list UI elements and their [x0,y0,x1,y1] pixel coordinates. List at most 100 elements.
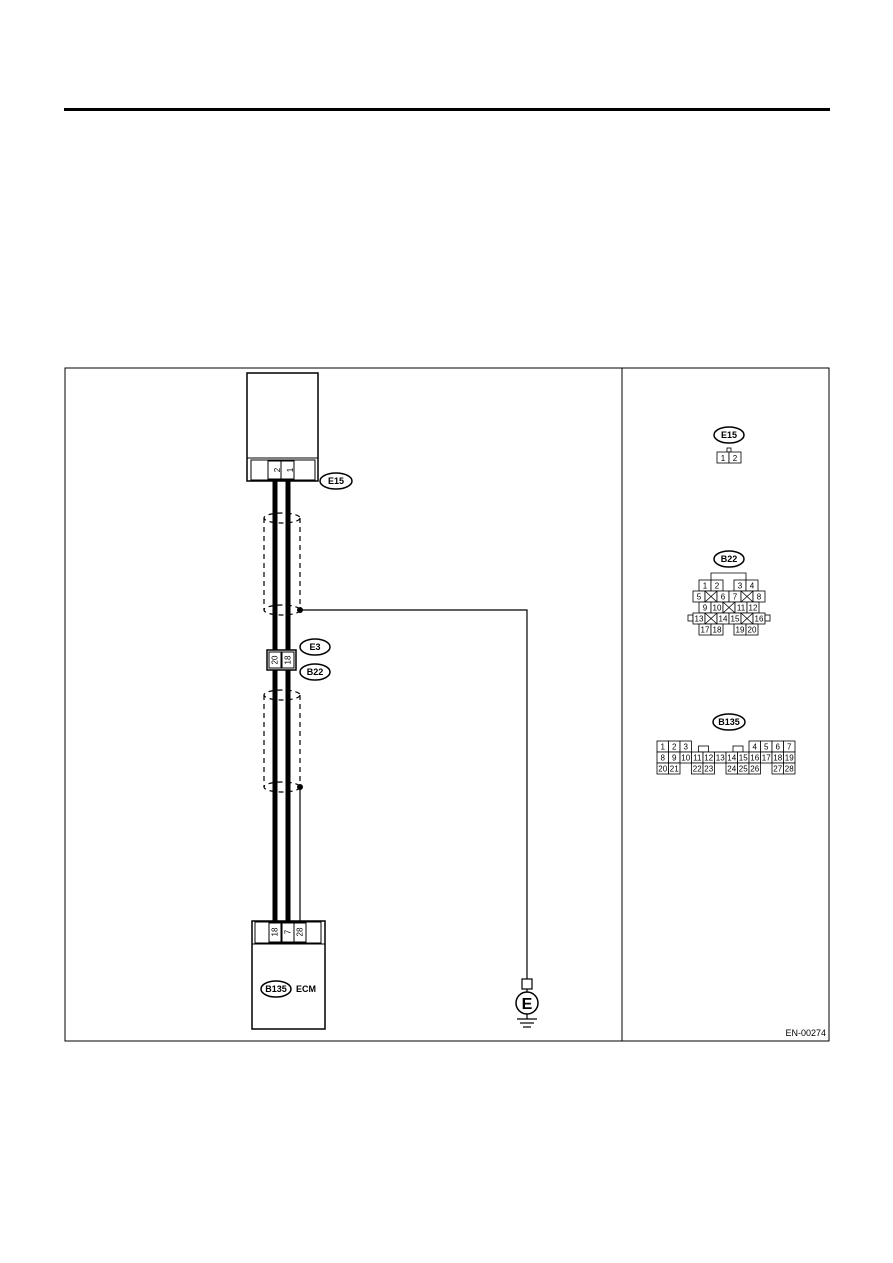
e15-view-pin-2: 2 [733,454,738,463]
b22-pin: 9 [703,604,708,613]
signal-wires [272,481,291,921]
b135-pin: 25 [739,765,748,774]
b22-pin: 15 [731,615,740,624]
b22-pin: 5 [697,593,702,602]
b22-pin: 20 [748,626,757,635]
b135-pin: 21 [670,765,679,774]
top-pin-2: 2 [273,467,282,472]
ground-symbol: E [515,978,539,1028]
b22-view-label: B22 [721,554,738,564]
b135-label: B135 [265,984,287,994]
diagram-frame [64,367,830,1042]
b22-pin: 17 [701,626,710,635]
pin-cell [783,762,796,775]
b135-pin: 5 [764,743,769,752]
b22-pin: 18 [713,626,722,635]
b135-pin: 9 [672,754,677,763]
e15-view-pin-1: 1 [721,454,726,463]
b135-pin: 28 [785,765,794,774]
pin-cell [764,614,771,622]
joint-pin-18: 18 [284,655,293,664]
b22-pin: 3 [738,582,743,591]
b135-pin: 13 [716,754,725,763]
b135-pin: 18 [773,754,782,763]
b135-pin: 2 [672,743,677,752]
b22-pin: 8 [757,593,762,602]
top-component: 2 1 E15 [246,372,353,490]
b135-pin: 4 [753,743,758,752]
b22-pin: 2 [715,582,720,591]
pin-cell [748,762,761,775]
b22-pin: 14 [719,615,728,624]
joint-pin-20: 20 [271,655,280,664]
b135-pin: 11 [693,754,702,763]
blank-pin-cross [740,612,754,625]
b22-pin: 11 [737,604,746,613]
pin-cell [702,762,715,775]
b135-pin: 20 [658,765,667,774]
ground-letter: E [522,996,533,1013]
pin-cell [668,762,681,775]
ecm-pin-28: 28 [296,927,305,936]
b135-pin: 8 [661,754,666,763]
b135-pin: 10 [681,754,690,763]
e15-label: E15 [328,476,344,486]
b22-pin: 1 [703,582,708,591]
b135-pin: 15 [739,754,748,763]
b22-label: B22 [307,667,324,677]
b135-pin: 1 [661,743,666,752]
b22-pin: 6 [721,593,726,602]
b135-pin: 19 [785,754,794,763]
pin-cell [745,623,759,636]
pin-cell [732,745,744,753]
shield-drain-to-ecm [297,784,303,921]
b135-label-oval [260,980,292,998]
b135-view-label: B135 [718,717,740,727]
b135-pin: 17 [762,754,771,763]
b22-pin: 4 [750,582,755,591]
b22-pin: 10 [713,604,722,613]
ecm-label: ECM [296,984,316,994]
e3-label: E3 [309,642,320,652]
pin-cell [710,623,724,636]
b135-pin: 22 [693,765,702,774]
e3-label-oval [299,638,331,656]
shield-drain-to-ground [297,607,528,979]
b135-pin: 6 [776,743,781,752]
upper-shield [263,512,301,616]
b22-pin: 7 [733,593,738,602]
ecm-pin-18: 18 [271,927,280,936]
blank-pin-cross [740,590,754,603]
pin-cell [698,745,709,753]
b22-pin: 19 [736,626,745,635]
e15-label-oval [319,472,353,490]
blank-pin-cross [722,601,736,614]
b22-pin: 16 [755,615,764,624]
top-pin-1: 1 [286,467,295,472]
b22-label-oval [299,663,331,681]
figure-reference: EN-00274 [785,1028,826,1038]
b135-pin: 26 [750,765,759,774]
b135-pin: 3 [684,743,689,752]
ecm-component: 18 7 28 B135 ECM [251,920,326,1030]
e15-connector-view: E15 1 2 [713,426,745,464]
b135-pin: 27 [773,765,782,774]
pin-cell [687,614,694,622]
lower-shield [263,689,301,793]
ecm-pin-7: 7 [284,929,293,934]
b22-pin: 13 [695,615,704,624]
b135-pin: 12 [704,754,713,763]
blank-pin-cross [704,612,718,625]
blank-pin-cross [704,590,718,603]
b135-pin: 23 [704,765,713,774]
e15-view-label: E15 [721,430,737,440]
b135-pin: 16 [750,754,759,763]
joint-connector: 20 18 E3 B22 [266,638,331,681]
b22-pin: 12 [749,604,758,613]
